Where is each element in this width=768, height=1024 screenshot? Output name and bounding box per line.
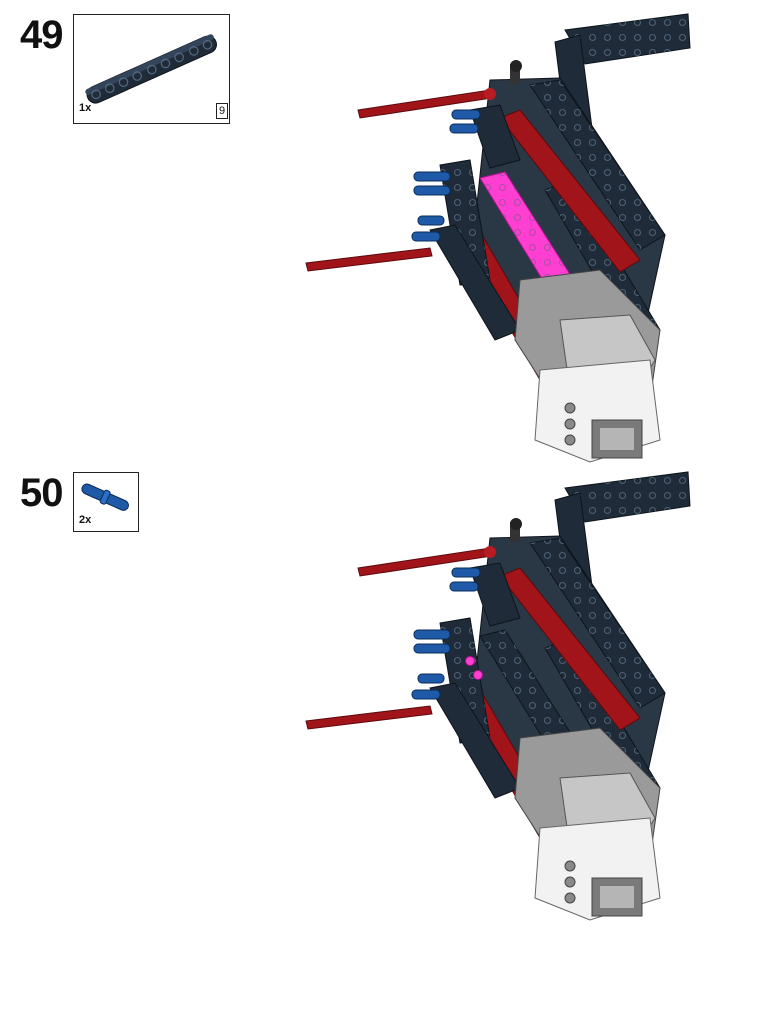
axle-pin-blue-icon bbox=[81, 483, 129, 511]
part-quantity: 1x bbox=[79, 102, 92, 114]
parts-list-box: 1x 9 bbox=[73, 14, 230, 124]
parts-list-box: 2x bbox=[73, 472, 139, 532]
step-number: 49 bbox=[20, 13, 63, 57]
part-length-badge: 9 bbox=[216, 103, 228, 119]
assembly-illustration bbox=[305, 13, 691, 463]
step-number: 50 bbox=[20, 471, 63, 515]
beam-9-dark-bluish-gray-icon bbox=[85, 34, 217, 104]
assembly-illustration bbox=[305, 471, 691, 921]
part-quantity: 2x bbox=[79, 514, 92, 526]
